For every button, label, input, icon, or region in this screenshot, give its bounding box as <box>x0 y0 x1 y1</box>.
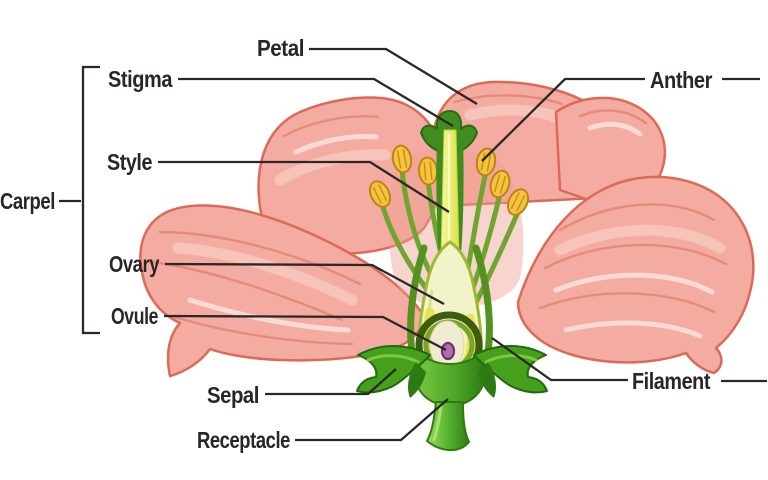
label-line-ovary <box>164 262 445 306</box>
label-line-style <box>158 160 450 213</box>
pistil <box>420 110 478 257</box>
anther-sac <box>417 156 439 186</box>
anther-sac <box>506 188 530 216</box>
petal-right <box>516 175 755 375</box>
petal-top-left <box>257 96 444 255</box>
label-stigma: Stigma <box>108 66 173 92</box>
receptacle-group <box>413 350 487 452</box>
label-line-stigma <box>178 77 454 127</box>
sepal-front-left <box>408 362 426 398</box>
label-filament: Filament <box>632 368 711 394</box>
label-line-receptacle <box>295 398 449 442</box>
label-carpel: Carpel <box>0 188 55 214</box>
sepal-front-right <box>478 362 496 398</box>
label-ovary: Ovary <box>109 251 160 277</box>
label-line-filament-left <box>491 337 628 382</box>
label-ovule: Ovule <box>111 303 158 329</box>
label-line-ovule <box>163 314 447 352</box>
label-lines <box>59 47 767 442</box>
petal-left <box>139 204 427 378</box>
label-petal: Petal <box>257 35 304 61</box>
label-texts: Petal Stigma Anther Style Carpel Ovary O… <box>0 35 713 453</box>
anther-sac <box>475 147 497 177</box>
stem-shape <box>426 401 470 452</box>
label-line-anther-left <box>481 77 645 162</box>
label-receptacle: Receptacle <box>197 427 290 453</box>
flower-illustration <box>139 80 755 452</box>
anther-sac <box>368 180 392 208</box>
ovule-egg <box>440 341 456 361</box>
label-style: Style <box>107 149 152 175</box>
sepals <box>356 345 548 398</box>
label-line-petal <box>309 47 478 105</box>
label-anther: Anther <box>650 67 712 93</box>
carpel-bracket <box>81 65 100 335</box>
anther-sac <box>489 169 511 199</box>
label-line-sepal <box>265 368 397 396</box>
label-sepal: Sepal <box>207 382 259 408</box>
